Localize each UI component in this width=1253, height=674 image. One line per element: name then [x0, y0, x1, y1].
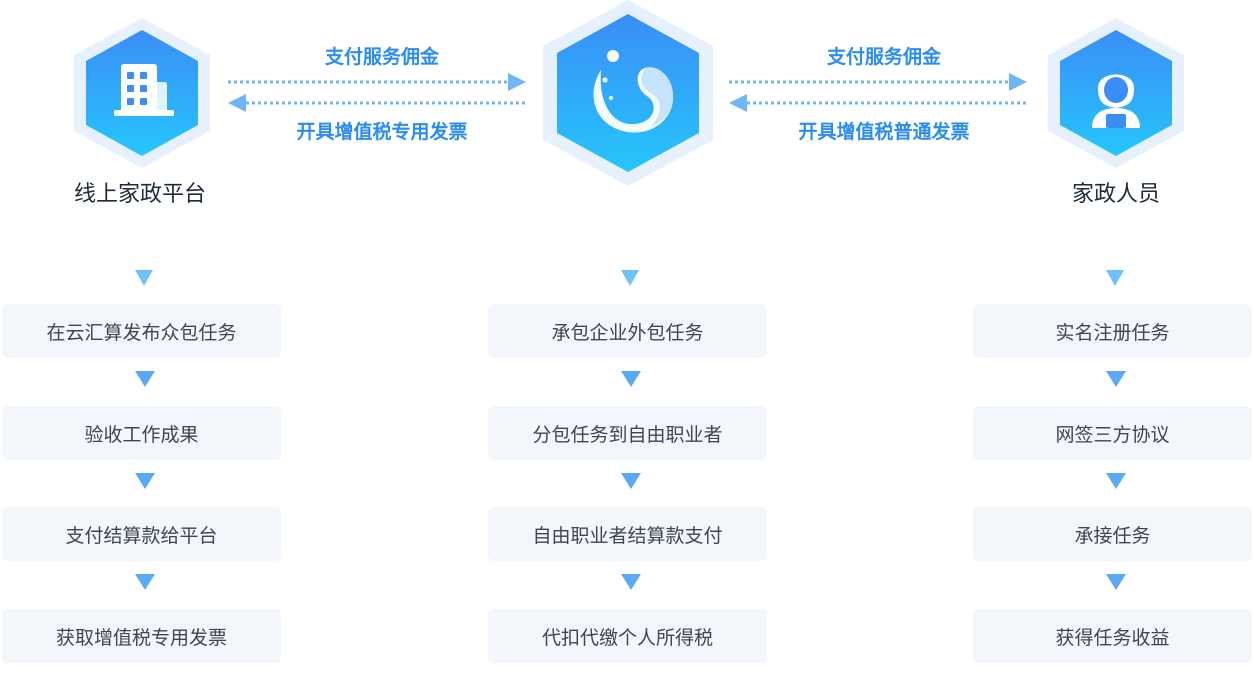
flow-label-right-top: 支付服务佣金: [826, 46, 941, 68]
platform-step-1: 在云汇算发布众包任务: [2, 304, 281, 358]
center-step-arrow-2: [621, 473, 641, 489]
platform-step-4: 获取增值税专用发票: [2, 609, 281, 663]
platform-step-2: 验收工作成果: [2, 406, 281, 460]
person-icon: [1092, 74, 1140, 128]
center-step-arrow-1: [621, 371, 641, 387]
platform-label: 线上家政平台: [73, 182, 206, 207]
flow-arrow-left-top: [228, 73, 526, 91]
platform-step-arrow-2: [135, 473, 155, 489]
flow-label-right-bottom: 开具增值税普通发票: [798, 121, 970, 143]
worker-step-4: 获得任务收益: [973, 609, 1252, 663]
worker-step-2: 网签三方协议: [973, 406, 1252, 460]
platform-step-arrow-3: [135, 574, 155, 590]
worker-step-arrow-2: [1106, 473, 1126, 489]
center-hexagon: [543, 0, 713, 186]
center-step-arrow-3: [621, 574, 641, 590]
worker-step-arrow-1: [1106, 371, 1126, 387]
platform-step-arrow-1: [135, 371, 155, 387]
center-step-4: 代扣代缴个人所得税: [488, 609, 767, 663]
flow-arrow-right-top: [729, 73, 1027, 91]
center-step-1: 承包企业外包任务: [488, 304, 767, 358]
worker-down-arrow: [1106, 220, 1124, 286]
flow-label-left-top: 支付服务佣金: [324, 46, 439, 68]
center-step-2: 分包任务到自由职业者: [488, 406, 767, 460]
flow-arrow-right-bottom: [729, 94, 1027, 112]
app-logo-icon: [593, 50, 674, 133]
worker-step-arrow-3: [1106, 574, 1126, 590]
flow-arrow-left-bottom: [228, 94, 526, 112]
platform-down-arrow: [135, 220, 153, 286]
platform-hexagon: [74, 18, 210, 168]
building-icon: [114, 64, 174, 116]
center-step-3: 自由职业者结算款支付: [488, 507, 767, 561]
center-down-arrow: [621, 220, 639, 286]
flow-label-left-bottom: 开具增值税专用发票: [296, 121, 468, 143]
worker-label: 家政人员: [1071, 182, 1160, 207]
worker-hexagon: [1048, 18, 1184, 168]
platform-step-3: 支付结算款给平台: [2, 507, 281, 561]
worker-step-1: 实名注册任务: [973, 304, 1252, 358]
worker-step-3: 承接任务: [973, 507, 1252, 561]
